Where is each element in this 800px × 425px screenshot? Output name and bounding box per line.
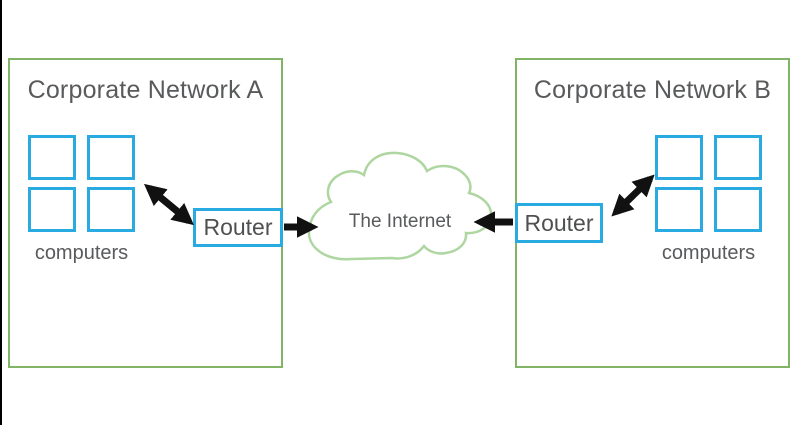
computer-icon bbox=[714, 187, 762, 232]
network-b-title: Corporate Network B bbox=[533, 76, 772, 104]
network-a-router-label: Router bbox=[203, 214, 273, 240]
computer-icon bbox=[655, 187, 703, 232]
computer-icon bbox=[28, 187, 76, 232]
lan-double-arrow-a bbox=[143, 183, 195, 226]
internet-cloud bbox=[307, 151, 493, 261]
network-b-router-label: Router bbox=[524, 209, 594, 236]
network-b-router-box: Router bbox=[515, 203, 603, 243]
left-edge-line bbox=[0, 0, 2, 425]
network-a-computers-label: computers bbox=[34, 242, 129, 264]
network-a-router-box: Router bbox=[193, 208, 283, 247]
network-b-computers-grid bbox=[655, 135, 762, 232]
computer-icon bbox=[655, 135, 703, 180]
computer-icon bbox=[87, 135, 135, 180]
network-b-computers-label: computers bbox=[661, 242, 756, 264]
internet-label: The Internet bbox=[348, 211, 452, 232]
computer-icon bbox=[28, 135, 76, 180]
lan-double-arrow-b bbox=[611, 174, 655, 217]
network-a-computers-grid bbox=[28, 135, 135, 232]
computer-icon bbox=[714, 135, 762, 180]
network-a-title: Corporate Network A bbox=[27, 76, 264, 104]
computer-icon bbox=[87, 187, 135, 232]
